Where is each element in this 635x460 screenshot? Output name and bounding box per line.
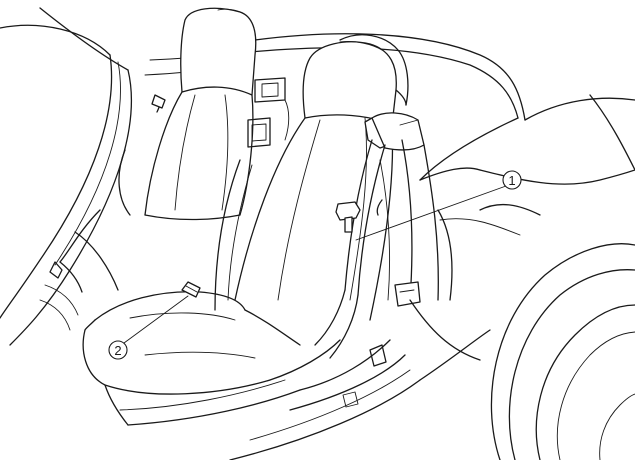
seat-belt-assembly xyxy=(314,112,439,359)
callout-2-circle xyxy=(108,340,128,360)
rear-fender xyxy=(419,167,635,460)
callout-1: 1 xyxy=(355,170,522,241)
seat-belt-buckle xyxy=(181,281,201,298)
callout-1-label: 1 xyxy=(508,173,515,188)
windshield-frame xyxy=(0,7,133,346)
door-sill xyxy=(229,299,491,460)
callout-2: 2 xyxy=(108,295,189,360)
callout-1-circle xyxy=(502,170,522,190)
driver-seat xyxy=(82,34,409,426)
dashboard xyxy=(39,209,119,331)
passenger-seat xyxy=(118,7,290,221)
callout-2-label: 2 xyxy=(114,343,121,358)
